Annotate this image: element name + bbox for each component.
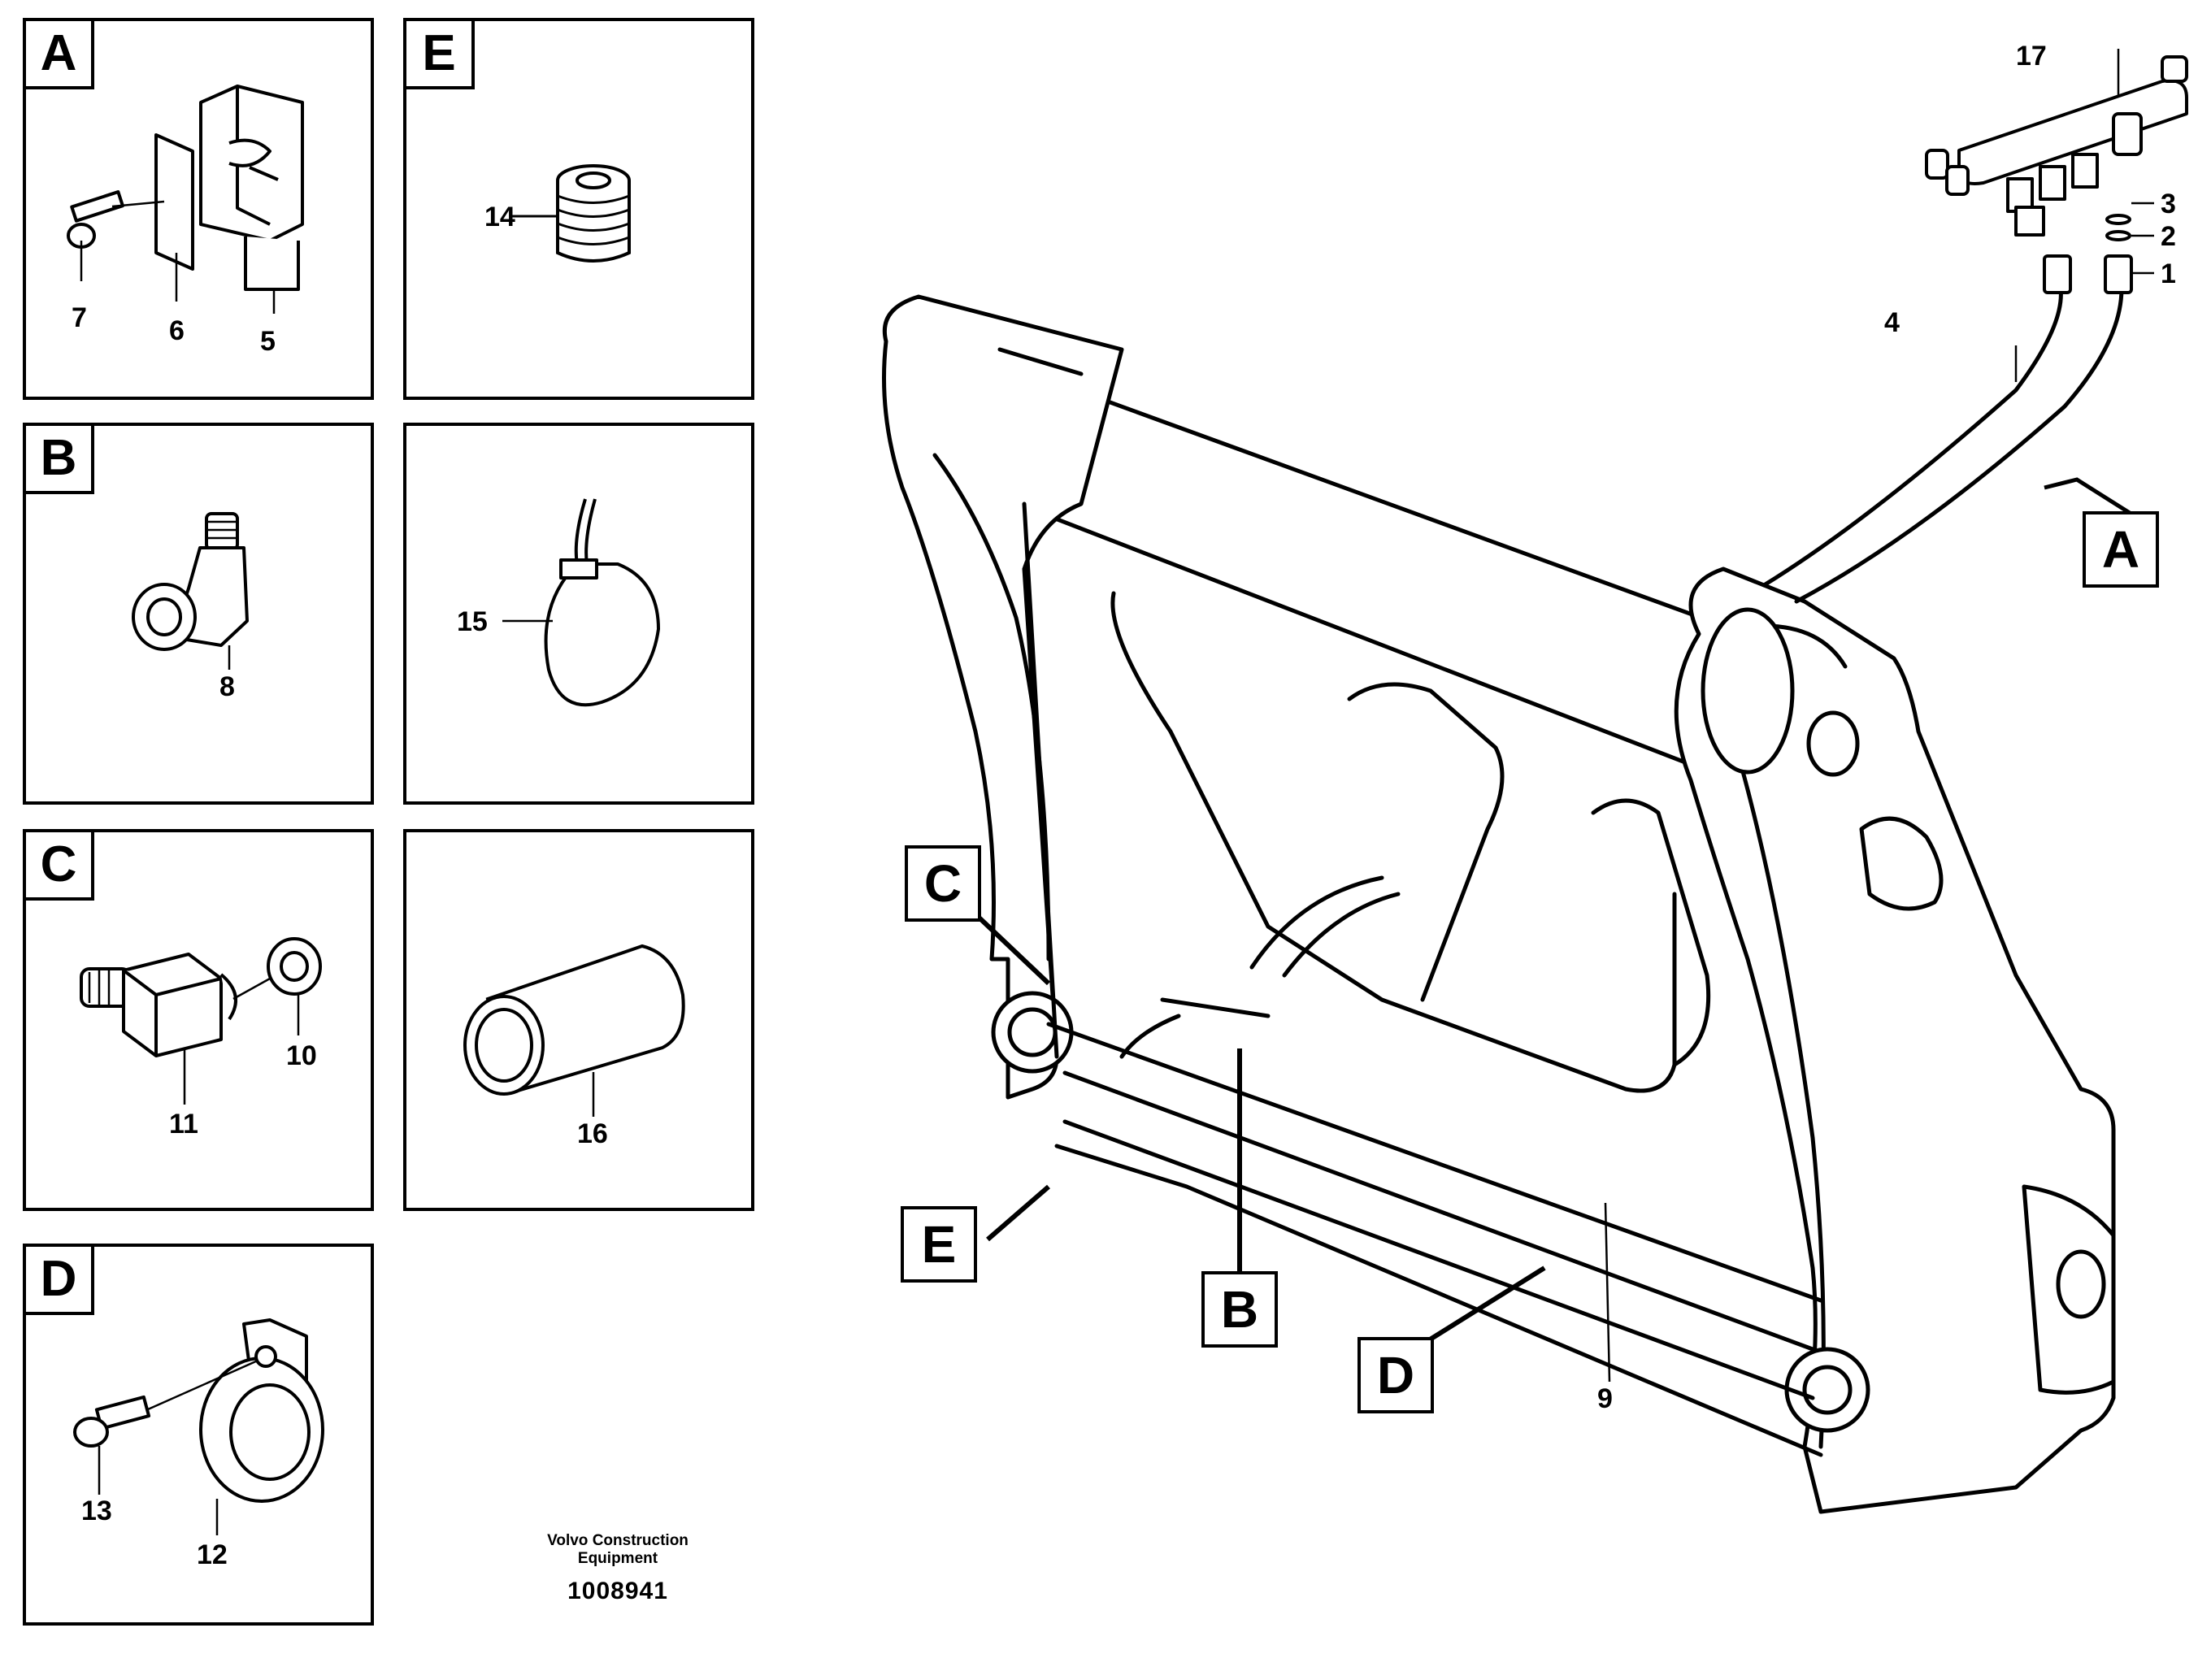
callout-a: A [2083,511,2159,588]
panel-label-d: D [23,1244,94,1315]
angle-fitting-drawing [80,937,322,1105]
part-number-17: 17 [2016,41,2047,72]
part-number-7: 7 [72,302,87,333]
panel-label-e: E [403,18,475,89]
callout-d: D [1357,1337,1434,1413]
part-number-16: 16 [577,1118,608,1149]
panel-label-b: B [23,423,94,494]
detail-panel-c: C 11 10 [23,829,374,1211]
document-number: 1008941 [567,1578,668,1604]
callout-c: C [905,845,981,922]
part-number-8: 8 [219,671,235,702]
part-number-6: 6 [169,315,185,346]
part-number-15: 15 [457,606,488,637]
hose-sleeve-drawing [463,944,685,1117]
detail-panel-d: D 13 12 [23,1244,374,1626]
elbow-fitting-drawing [132,512,249,670]
clamp-assembly-drawing [67,85,304,314]
panel-label-a: A [23,18,94,89]
detail-panel-b: B 8 [23,423,374,805]
part-number-12: 12 [197,1539,228,1570]
part-number-11: 11 [169,1109,198,1140]
part-number-9: 9 [1597,1383,1613,1414]
detail-panel-cable-tie: 15 [403,423,754,805]
panel-label-c: C [23,829,94,901]
callout-e: E [901,1206,977,1283]
detail-panel-sleeve: 16 [403,829,754,1211]
detail-panel-e: E 14 [403,18,754,400]
part-number-1: 1 [2161,258,2176,289]
part-number-13: 13 [81,1496,112,1526]
detail-panel-a: A 7 6 5 [23,18,374,400]
pipe-clamp-drawing [73,1318,324,1535]
callout-b: B [1201,1271,1278,1348]
part-number-5: 5 [260,326,276,357]
brand-line-2: Equipment [577,1550,658,1567]
cable-tie-drawing [502,498,660,707]
part-number-14: 14 [484,202,515,232]
plug-drawing [512,164,631,263]
part-number-2: 2 [2161,221,2176,252]
part-number-10: 10 [286,1040,317,1071]
part-number-4: 4 [1884,307,1900,338]
brand-line-1: Volvo Construction [547,1532,689,1549]
part-number-3: 3 [2161,189,2176,219]
footer: Volvo Construction Equipment 1008941 [496,1532,740,1605]
